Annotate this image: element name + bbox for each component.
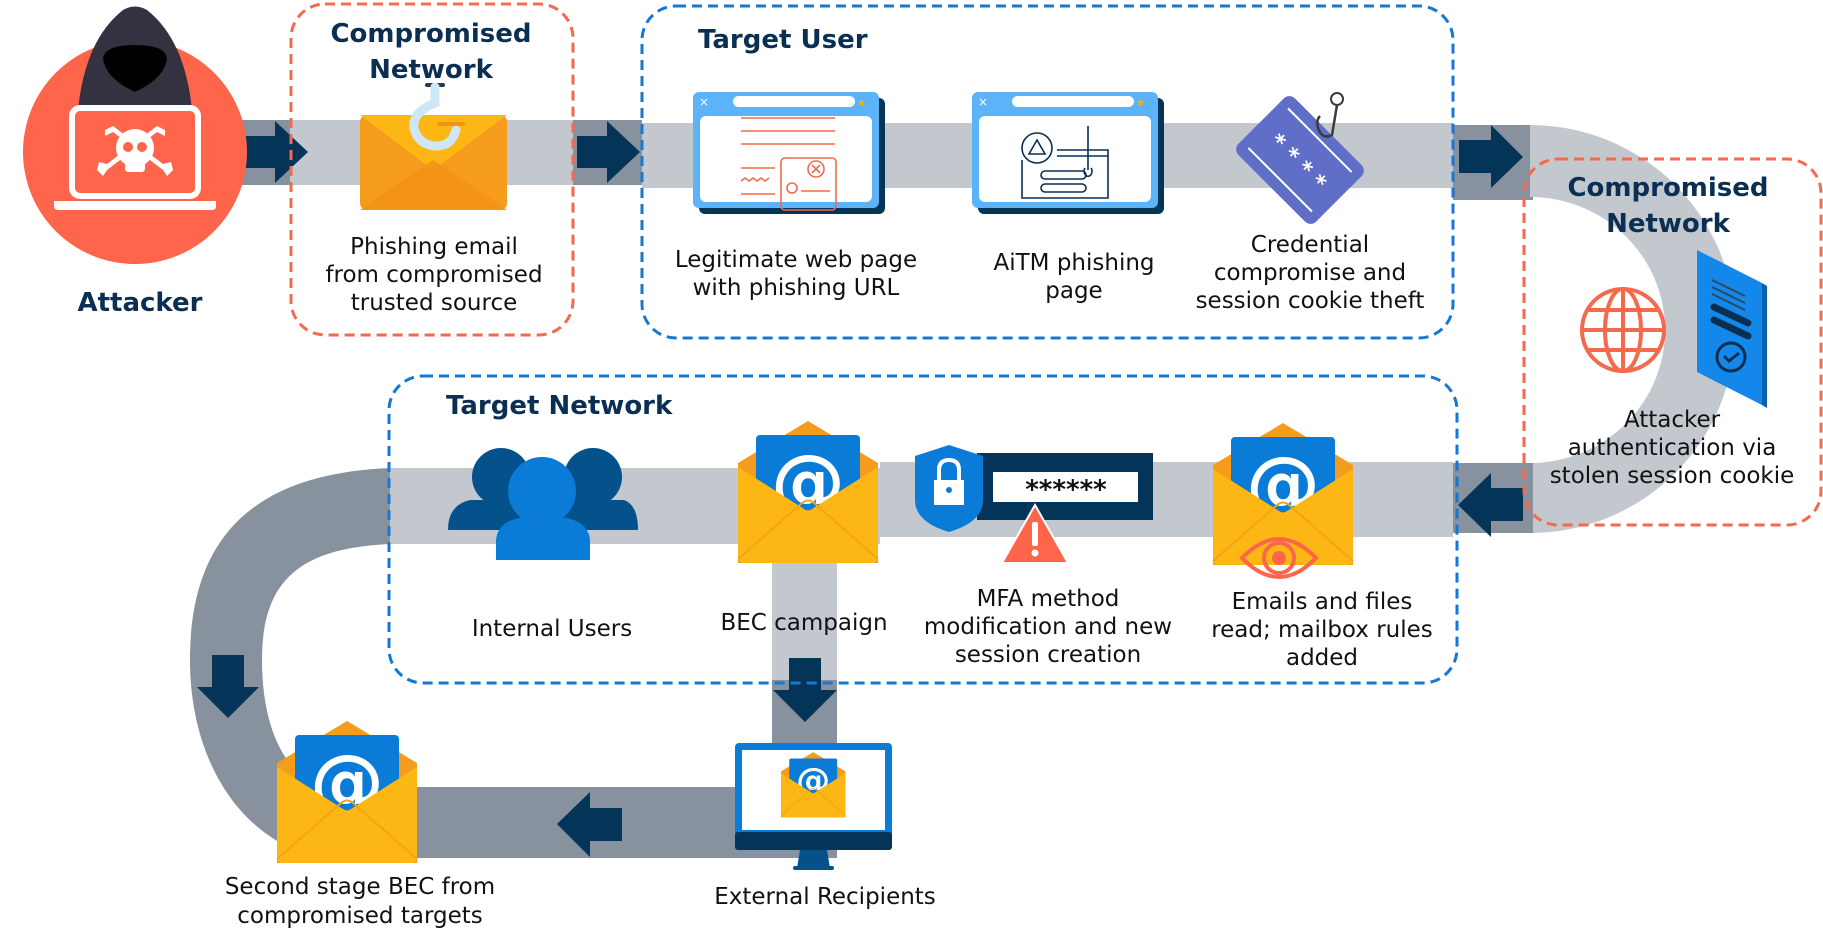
arrow-down-5 xyxy=(197,655,259,718)
mailbox-read-label: Emails and files read; mailbox rules add… xyxy=(1211,589,1433,671)
target-network-box xyxy=(387,374,1459,685)
aitm-page-label: AiTM phishing page xyxy=(993,250,1154,304)
target-user-title: Target User xyxy=(698,25,868,55)
arrow-down-6 xyxy=(773,658,837,722)
bec-campaign-label: BEC campaign xyxy=(720,610,887,636)
browser-document-icon: × ★ xyxy=(693,92,885,214)
users-group-icon xyxy=(448,448,638,560)
password-mask: ****** xyxy=(1025,475,1107,505)
arrow-left-4 xyxy=(1458,473,1523,537)
svg-text:stolen session cookie: stolen session cookie xyxy=(1550,463,1795,489)
arrow-right-3 xyxy=(1459,125,1523,188)
legit-page-label: Legitimate web page with phishing URL xyxy=(675,247,917,301)
password-card-hook-icon: * * * * xyxy=(1236,92,1364,224)
second-stage-label: Second stage BEC from compromised target… xyxy=(225,874,495,929)
external-recipients-label: External Recipients xyxy=(714,884,936,910)
internal-users-label: Internal Users xyxy=(472,616,632,642)
svg-text:compromise and: compromise and xyxy=(1214,260,1406,286)
envelope-at-icon-bec xyxy=(737,420,879,564)
hacker-laptop-skull-icon xyxy=(23,6,247,264)
svg-text:Emails and files: Emails and files xyxy=(1232,589,1413,615)
svg-text:from compromised: from compromised xyxy=(325,262,542,288)
browser-login-warning-icon: × ★ xyxy=(972,92,1164,214)
mfa-mod-label: MFA method modification and new session … xyxy=(924,586,1172,668)
document-check-icon xyxy=(1697,250,1767,408)
svg-text:read; mailbox rules: read; mailbox rules xyxy=(1211,617,1433,643)
shield-password-warning-icon: ****** xyxy=(915,445,1153,564)
svg-text:★: ★ xyxy=(857,98,866,109)
svg-text:session creation: session creation xyxy=(955,642,1141,668)
arrow-left-7 xyxy=(557,792,622,857)
attacker-label: Attacker xyxy=(78,288,203,318)
svg-text:AiTM phishing: AiTM phishing xyxy=(993,250,1154,276)
svg-text:page: page xyxy=(1045,278,1102,304)
svg-text:session cookie theft: session cookie theft xyxy=(1196,288,1425,314)
credential-label: Credential compromise and session cookie… xyxy=(1196,232,1425,314)
attacker-auth-label: Attacker authentication via stolen sessi… xyxy=(1550,407,1795,489)
svg-text:with phishing URL: with phishing URL xyxy=(693,275,900,301)
phishing-email-label: Phishing email from compromised trusted … xyxy=(325,234,542,316)
svg-text:added: added xyxy=(1286,645,1358,671)
arrow-right-1 xyxy=(245,121,308,183)
svg-text:MFA method: MFA method xyxy=(977,586,1120,612)
svg-text:×: × xyxy=(699,95,709,109)
svg-text:×: × xyxy=(978,95,988,109)
svg-text:modification and new: modification and new xyxy=(924,614,1172,640)
svg-text:Legitimate web page: Legitimate web page xyxy=(675,247,917,273)
compromised-network-title-2-line2: Network xyxy=(1606,209,1731,239)
svg-text:Second stage BEC from: Second stage BEC from xyxy=(225,874,495,900)
arrow-right-2 xyxy=(577,121,640,183)
svg-text:authentication via: authentication via xyxy=(1568,435,1777,461)
svg-text:Phishing email: Phishing email xyxy=(350,234,518,260)
target-network-title: Target Network xyxy=(446,391,673,421)
monitor-envelope-icon xyxy=(735,743,892,870)
compromised-network-title-1-line1: Compromised xyxy=(330,19,531,49)
svg-text:Credential: Credential xyxy=(1251,232,1369,258)
envelope-at-icon-second-stage xyxy=(276,720,418,864)
globe-icon xyxy=(1580,287,1666,373)
svg-text:Attacker: Attacker xyxy=(1624,407,1721,433)
envelope-eye-icon xyxy=(1212,422,1354,579)
compromised-network-box-1 xyxy=(289,2,575,337)
svg-text:trusted source: trusted source xyxy=(351,290,518,316)
target-user-box xyxy=(640,4,1455,340)
svg-text:compromised targets: compromised targets xyxy=(237,903,483,929)
envelope-hook-icon xyxy=(360,82,507,210)
compromised-network-title-2-line1: Compromised xyxy=(1567,173,1768,203)
compromised-network-title-1-line2: Network xyxy=(369,55,494,85)
svg-text:★: ★ xyxy=(1136,98,1145,109)
compromised-network-box-2 xyxy=(1522,157,1823,527)
